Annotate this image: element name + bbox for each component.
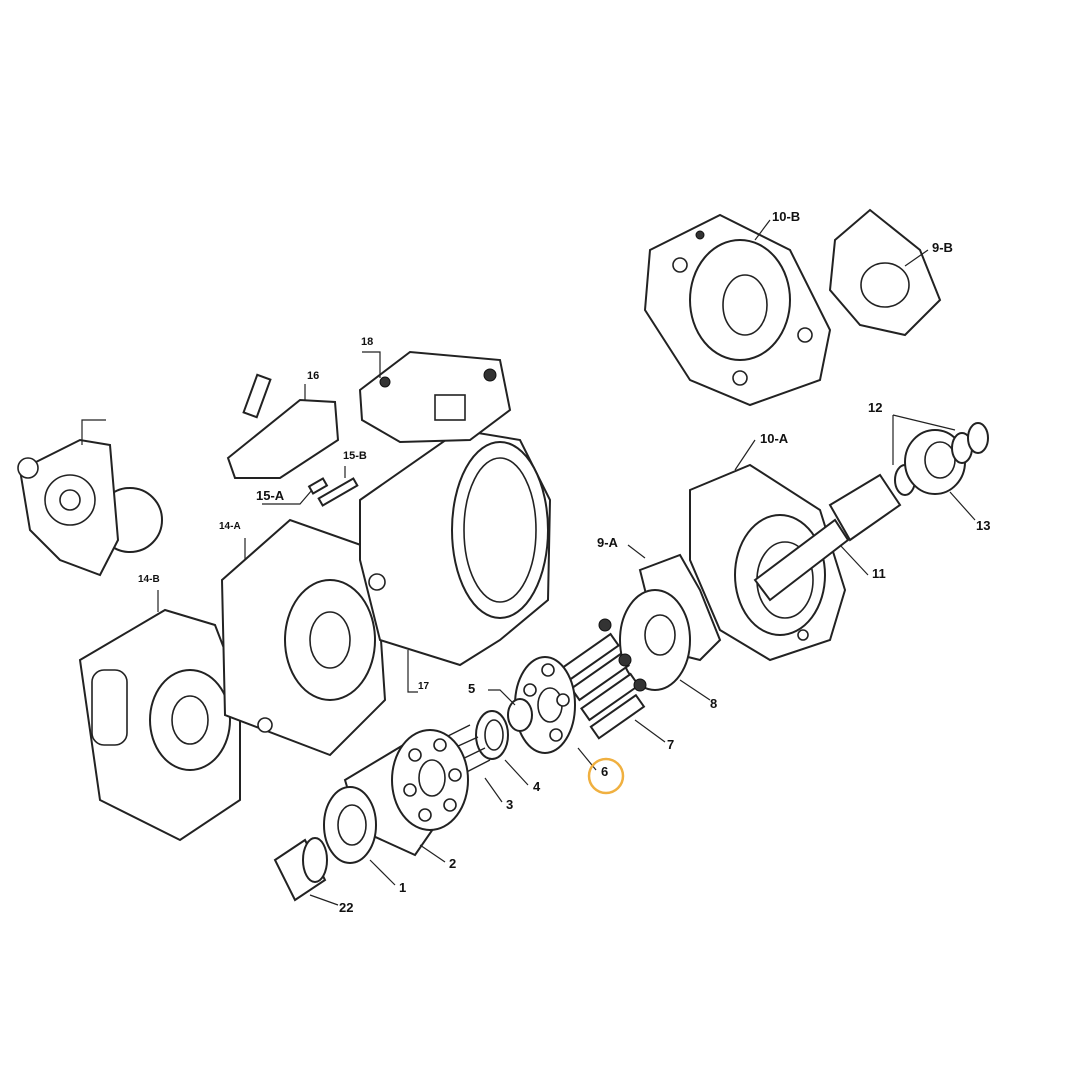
part-8-plate [619, 589, 711, 701]
label-6[interactable]: 6 [601, 764, 609, 779]
part-18-regulator [358, 350, 512, 444]
part-4-spring [475, 710, 529, 786]
part-22-bearing [273, 837, 339, 906]
label-11[interactable]: 11 [872, 566, 886, 581]
label-9-b[interactable]: 9-B [932, 240, 953, 255]
part-16-solenoid [226, 373, 340, 479]
label-3[interactable]: 3 [506, 797, 514, 812]
label-12[interactable]: 12 [868, 400, 883, 415]
label-1[interactable]: 1 [399, 880, 407, 895]
label-7[interactable]: 7 [667, 737, 675, 752]
label-9-a[interactable]: 9-A [597, 535, 618, 550]
label-14-b[interactable]: 14-B [138, 574, 160, 585]
highlight-circle [587, 757, 625, 795]
label-4[interactable]: 4 [533, 779, 541, 794]
part-6-retainer-plate [514, 656, 597, 771]
part-10b-holder [643, 213, 832, 407]
part-7-pistons [560, 618, 666, 743]
part-gear-housing [17, 419, 163, 577]
part-3-pins [439, 724, 503, 803]
label-2[interactable]: 2 [449, 856, 457, 871]
label-14-a[interactable]: 14-A [219, 521, 241, 532]
label-22[interactable]: 22 [339, 900, 354, 915]
part-17-main-housing [359, 428, 552, 693]
label-15-b[interactable]: 15-B [343, 450, 367, 462]
label-17[interactable]: 17 [418, 681, 430, 692]
label-10-a[interactable]: 10-A [760, 431, 789, 446]
part-5-ball-guide [488, 689, 533, 732]
part-1-valve-plate [323, 786, 396, 886]
part-14a-housing [220, 518, 387, 757]
part-14b-cover [78, 590, 241, 842]
label-8[interactable]: 8 [710, 696, 718, 711]
part-9b-swash-plate [828, 208, 942, 337]
part-12-13-seals [892, 414, 989, 521]
part-15-pins [262, 466, 359, 507]
label-10-b[interactable]: 10-B [772, 209, 801, 224]
label-18[interactable]: 18 [361, 336, 374, 348]
part-11-shaft [753, 473, 902, 602]
label-16[interactable]: 16 [307, 370, 320, 382]
label-5[interactable]: 5 [468, 681, 476, 696]
label-15-a[interactable]: 15-A [256, 488, 285, 503]
label-13[interactable]: 13 [976, 518, 991, 533]
